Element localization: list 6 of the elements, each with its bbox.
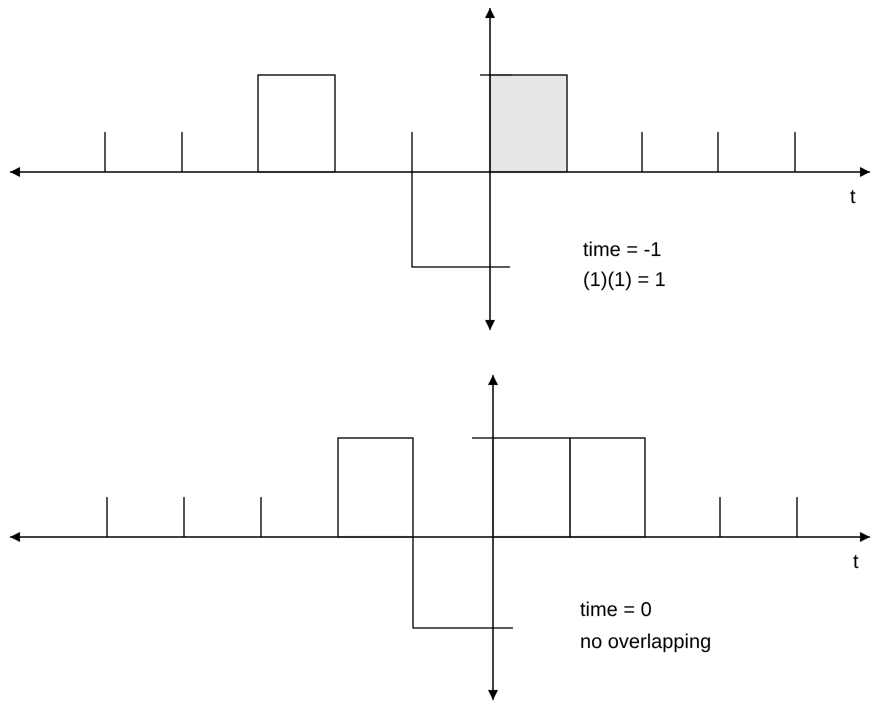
axis-label: t: [850, 185, 856, 209]
annotation-text: time = -1: [583, 238, 662, 262]
annotation-text: time = 0: [580, 598, 652, 622]
annotation-text: (1)(1) = 1: [583, 268, 666, 292]
axis-label: t: [853, 550, 859, 574]
annotation-text: no overlapping: [580, 630, 712, 654]
